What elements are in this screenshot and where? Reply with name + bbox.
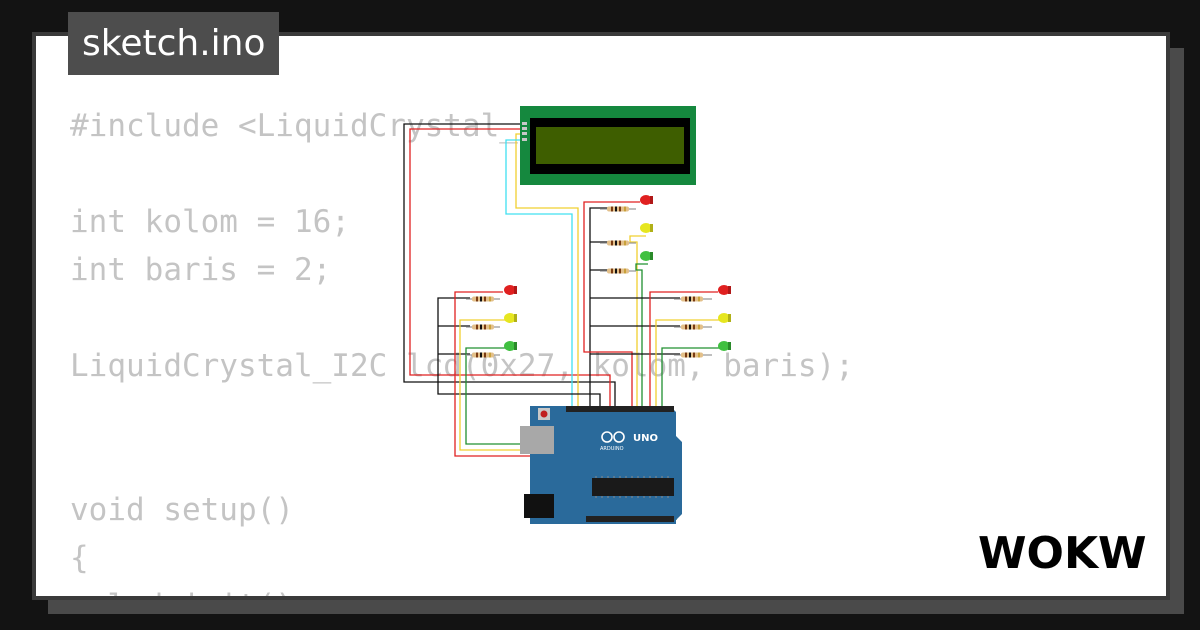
board-brand-label: ARDUINO	[600, 446, 624, 452]
code-line: int baris = 2;	[70, 252, 332, 288]
board-model-label: UNO	[633, 433, 658, 444]
arduino-logo-icon	[601, 431, 625, 443]
code-line: int kolom = 16;	[70, 204, 350, 240]
code-line: void setup()	[70, 492, 294, 528]
wire-led-green-center	[635, 263, 648, 410]
usb-port	[520, 426, 554, 454]
file-name-tab: sketch.ino	[68, 12, 280, 75]
power-analog-header	[586, 516, 674, 522]
wire-lcd-sda	[515, 133, 579, 412]
wire-led-yellow-right	[655, 319, 720, 410]
code-line: lcd.init();	[70, 582, 854, 596]
resistor	[466, 324, 500, 330]
resistor	[600, 240, 636, 246]
resistor	[674, 324, 712, 330]
led-green	[640, 251, 653, 261]
resistor	[600, 268, 636, 274]
wokwi-logo-text: WOKWI	[978, 528, 1150, 579]
wire-led-green-right	[661, 347, 722, 410]
wires	[403, 123, 722, 520]
lcd-pins	[522, 122, 527, 141]
arduino-uno-board: UNO ARDUINO	[520, 406, 682, 524]
led-green	[504, 341, 517, 351]
lcd-screen	[536, 127, 684, 164]
wire-lcd-vcc	[409, 128, 611, 408]
wire-lcd-scl	[505, 139, 573, 412]
wokwi-logo: WOKWI	[978, 528, 1150, 579]
led-green	[718, 341, 731, 351]
leds	[504, 195, 731, 351]
led-yellow	[718, 313, 731, 323]
led-yellow	[504, 313, 517, 323]
led-yellow	[640, 223, 653, 233]
code-line: {	[70, 540, 89, 576]
wire-led-red-right	[649, 291, 718, 410]
wire-common-center	[589, 207, 610, 412]
resistor	[466, 296, 500, 302]
wire-led-red-center	[583, 201, 640, 410]
lcd-display	[520, 106, 696, 185]
led-red	[640, 195, 653, 205]
digital-header	[566, 406, 674, 412]
resistor	[674, 352, 712, 358]
resistor	[600, 206, 636, 212]
wire-common-left	[437, 297, 601, 412]
resistor	[466, 352, 500, 358]
led-red	[718, 285, 731, 295]
wire-lcd-gnd	[403, 123, 616, 408]
power-jack	[524, 494, 554, 518]
resistor	[674, 296, 712, 302]
resistors	[466, 206, 712, 358]
led-red	[504, 285, 517, 295]
